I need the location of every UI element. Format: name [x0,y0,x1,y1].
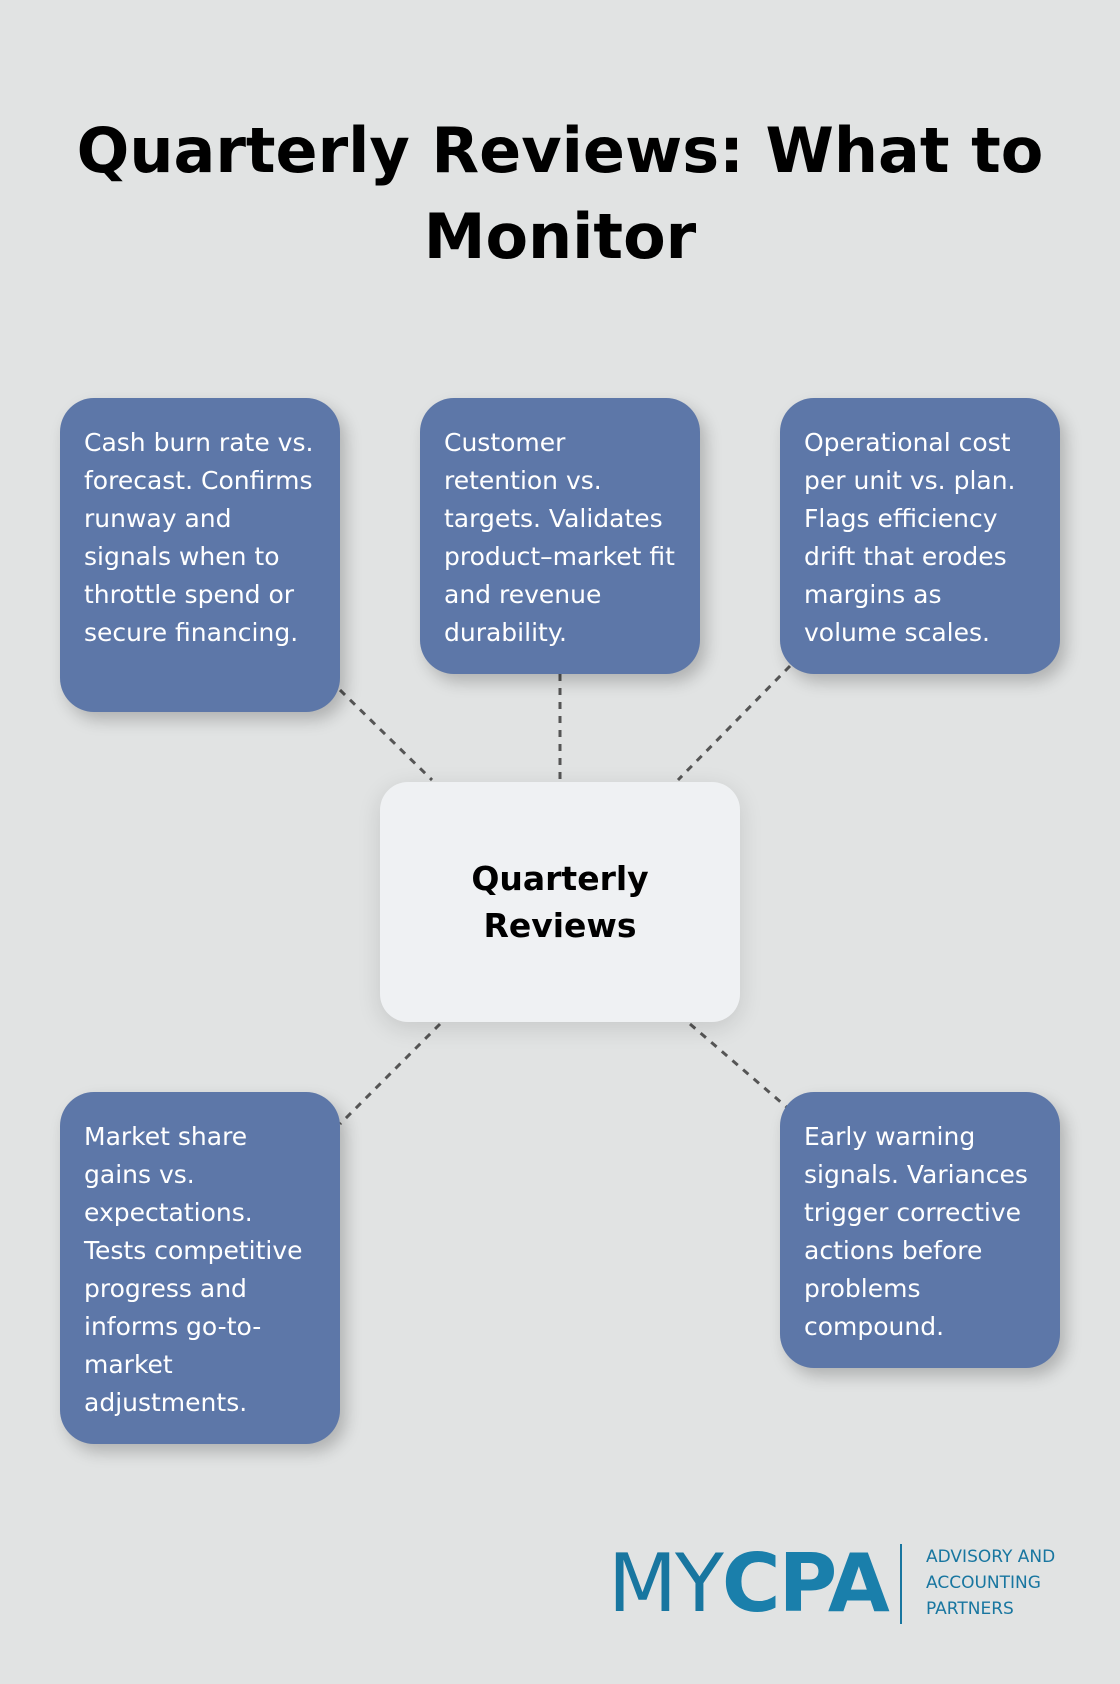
metric-card-cash-burn: Cash burn rate vs. forecast. Confirms ru… [60,398,340,712]
metric-card-text: Early warning signals. Variances trigger… [804,1122,1028,1341]
logo-tagline: ADVISORY AND ACCOUNTING PARTNERS [926,1547,1056,1619]
logo-divider [900,1544,902,1624]
metric-card-text: Cash burn rate vs. forecast. Confirms ru… [84,428,314,647]
metric-card-text: Customer retention vs. targets. Validate… [444,428,675,647]
logo-wordmark: MYCPA [608,1542,890,1626]
logo-word-thin: MY [608,1537,724,1630]
connector-line-1 [338,688,434,782]
connector-line-3 [676,664,792,782]
brand-logo: MYCPA ADVISORY AND ACCOUNTING PARTNERS [608,1540,1078,1630]
metric-card-text: Market share gains vs. expectations. Tes… [84,1122,303,1417]
metric-card-early-warning: Early warning signals. Variances trigger… [780,1092,1060,1368]
connector-line-4 [338,1022,442,1126]
connector-line-5 [689,1022,791,1112]
metric-card-operational-cost: Operational cost per unit vs. plan. Flag… [780,398,1060,674]
metric-card-customer-retention: Customer retention vs. targets. Validate… [420,398,700,674]
metric-card-market-share: Market share gains vs. expectations. Tes… [60,1092,340,1444]
metric-card-text: Operational cost per unit vs. plan. Flag… [804,428,1016,647]
page-title: Quarterly Reviews: What to Monitor [76,114,1044,273]
center-node-label: Quarterly Reviews [471,859,649,945]
center-node: Quarterly Reviews [380,782,740,1022]
logo-word-bold: CPA [721,1537,890,1630]
